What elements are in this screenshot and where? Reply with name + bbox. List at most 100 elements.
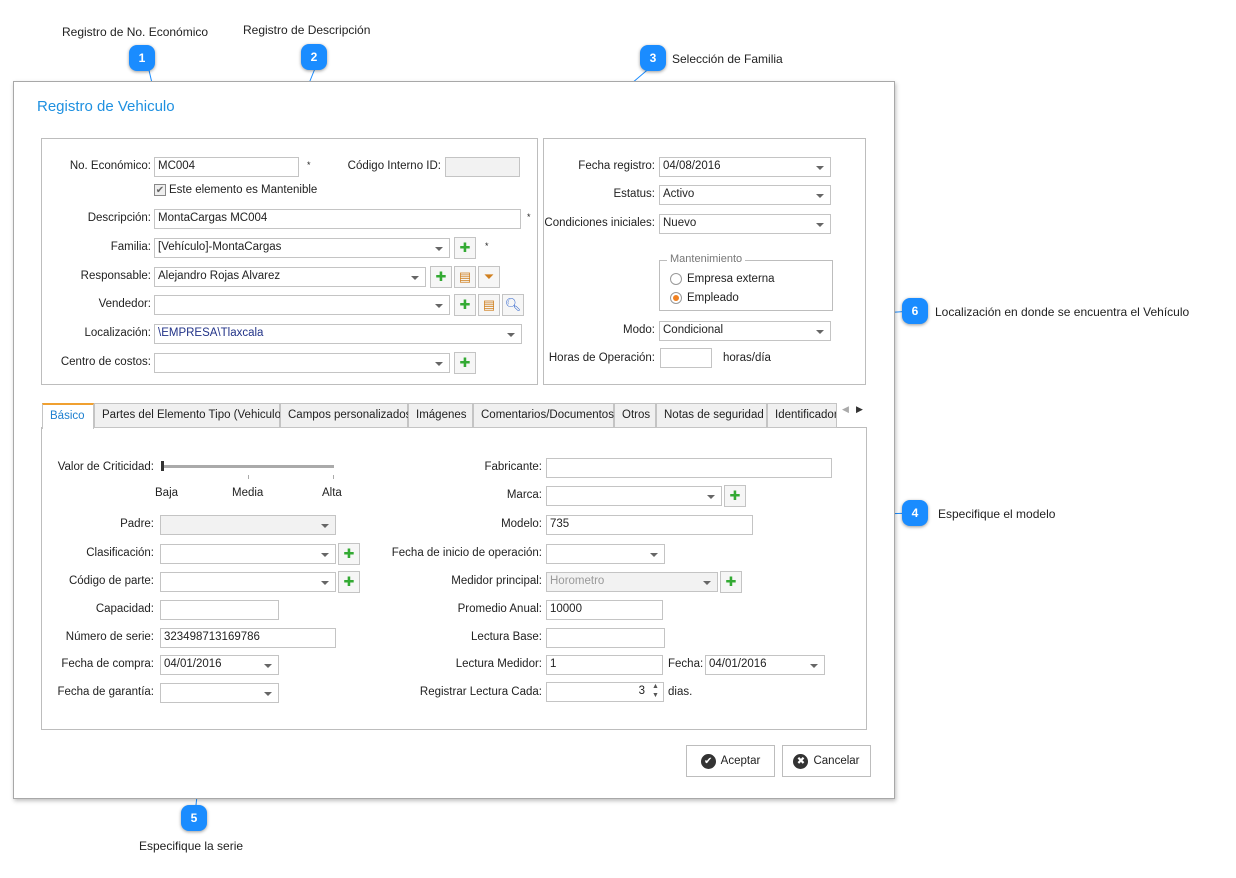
mantenimiento-legend: Mantenimiento bbox=[667, 253, 746, 265]
tab-otros[interactable]: Otros bbox=[614, 403, 656, 428]
aceptar-button[interactable]: ✔Aceptar bbox=[686, 745, 775, 777]
responsable-label: Responsable: bbox=[80, 270, 151, 282]
callout-badge-3: 3 bbox=[640, 45, 666, 71]
required-mark: * bbox=[307, 160, 311, 170]
tab-basico[interactable]: Básico bbox=[42, 403, 94, 429]
callout-text-1: Registro de No. Económico bbox=[62, 25, 209, 39]
capacidad-input[interactable] bbox=[160, 600, 279, 620]
condiciones-select[interactable]: Nuevo bbox=[659, 214, 831, 234]
fecha-compra-picker[interactable]: 04/01/2016 bbox=[160, 655, 279, 675]
no-economico-label: No. Económico: bbox=[69, 160, 151, 172]
modelo-input[interactable]: 735 bbox=[546, 515, 753, 535]
registrar-cada-spinner[interactable]: 3 bbox=[546, 682, 664, 702]
required-mark: * bbox=[485, 241, 489, 251]
localizacion-select[interactable]: \EMPRESA\Tlaxcala bbox=[154, 324, 522, 344]
tab-identificador[interactable]: Identificador bbox=[767, 403, 837, 428]
clasificacion-select[interactable] bbox=[160, 544, 336, 564]
callout-badge-5: 5 bbox=[181, 805, 207, 831]
vendedor-select[interactable] bbox=[154, 295, 450, 315]
callout-badge-4: 4 bbox=[902, 500, 928, 526]
tick-alta: Alta bbox=[322, 487, 342, 499]
modo-select[interactable]: Condicional bbox=[659, 321, 831, 341]
add-vendedor-button[interactable]: ✚ bbox=[454, 294, 476, 316]
fecha-registro-picker[interactable]: 04/08/2016 bbox=[659, 157, 831, 177]
codigo-parte-select[interactable] bbox=[160, 572, 336, 592]
fecha-picker[interactable]: 04/01/2016 bbox=[705, 655, 825, 675]
checkbox-checked-icon: ✔ bbox=[154, 184, 166, 196]
responsable-select[interactable]: Alejandro Rojas Alvarez bbox=[154, 267, 426, 287]
tab-imagenes[interactable]: Imágenes bbox=[408, 403, 473, 428]
tab-scroll-left-icon[interactable]: ◀ bbox=[842, 404, 849, 414]
add-codigo-parte-button[interactable]: ✚ bbox=[338, 571, 360, 593]
slider-tick bbox=[333, 475, 334, 479]
lectura-base-input[interactable] bbox=[546, 628, 665, 648]
fecha-label: Fecha: bbox=[668, 658, 704, 670]
tab-partes[interactable]: Partes del Elemento Tipo (Vehiculo) bbox=[94, 403, 285, 428]
familia-select[interactable]: [Vehículo]-MontaCargas bbox=[154, 238, 450, 258]
criticidad-slider-thumb[interactable] bbox=[161, 461, 164, 471]
cancelar-label: Cancelar bbox=[813, 755, 860, 767]
fabricante-input[interactable] bbox=[546, 458, 832, 478]
add-icon: ✚ bbox=[725, 574, 737, 589]
fabricante-label: Fabricante: bbox=[484, 461, 542, 473]
add-icon: ✚ bbox=[459, 355, 471, 370]
add-marca-button[interactable]: ✚ bbox=[724, 485, 746, 507]
spinner-arrows-icon[interactable]: ▲▼ bbox=[652, 683, 659, 699]
marca-label: Marca: bbox=[506, 489, 542, 501]
database-button[interactable]: ▤ bbox=[478, 294, 500, 316]
codigo-parte-label: Código de parte: bbox=[68, 575, 154, 587]
general-panel bbox=[41, 138, 538, 385]
tab-campos[interactable]: Campos personalizados bbox=[280, 403, 411, 428]
database-button[interactable]: ▤ bbox=[454, 266, 476, 288]
dialog-title: Registro de Vehiculo bbox=[37, 98, 175, 115]
promedio-label: Promedio Anual: bbox=[457, 603, 542, 615]
numero-serie-label: Número de serie: bbox=[65, 631, 154, 643]
lectura-base-label: Lectura Base: bbox=[471, 631, 542, 643]
horas-input[interactable] bbox=[660, 348, 712, 368]
promedio-input[interactable]: 10000 bbox=[546, 600, 663, 620]
add-responsable-button[interactable]: ✚ bbox=[430, 266, 452, 288]
capacidad-label: Capacidad: bbox=[95, 603, 154, 615]
tab-notas[interactable]: Notas de seguridad bbox=[656, 403, 767, 428]
radio-empleado[interactable]: Empleado bbox=[670, 292, 739, 304]
fecha-compra-label: Fecha de compra: bbox=[61, 658, 154, 670]
filter-button[interactable]: ⏷ bbox=[478, 266, 500, 288]
radio-empresa-externa[interactable]: Empresa externa bbox=[670, 273, 775, 285]
padre-select[interactable] bbox=[160, 515, 336, 535]
database-icon: ▤ bbox=[482, 297, 496, 312]
lectura-medidor-input[interactable]: 1 bbox=[546, 655, 663, 675]
required-mark: * bbox=[527, 212, 531, 222]
estatus-select[interactable]: Activo bbox=[659, 185, 831, 205]
codigo-interno-input[interactable] bbox=[445, 157, 520, 177]
add-medidor-button[interactable]: ✚ bbox=[720, 571, 742, 593]
numero-serie-input[interactable]: 323498713169786 bbox=[160, 628, 336, 648]
add-familia-button[interactable]: ✚ bbox=[454, 237, 476, 259]
fecha-garantia-picker[interactable] bbox=[160, 683, 279, 703]
medidor-select[interactable]: Horometro bbox=[546, 572, 718, 592]
search-vendedor-button[interactable]: 🔍︎ bbox=[502, 294, 524, 316]
tick-baja: Baja bbox=[155, 487, 179, 499]
tab-scroll-right-icon[interactable]: ▶ bbox=[856, 404, 863, 414]
tab-comentarios[interactable]: Comentarios/Documentos bbox=[473, 403, 614, 428]
callout-text-4: Especifique el modelo bbox=[938, 507, 1056, 521]
modelo-label: Modelo: bbox=[501, 518, 542, 530]
centro-costos-select[interactable] bbox=[154, 353, 450, 373]
criticidad-slider[interactable] bbox=[162, 465, 334, 468]
check-circle-icon: ✔ bbox=[700, 753, 716, 769]
add-clasificacion-button[interactable]: ✚ bbox=[338, 543, 360, 565]
filter-icon: ⏷ bbox=[483, 269, 495, 284]
mantenible-checkbox[interactable]: ✔Este elemento es Mantenible bbox=[154, 184, 317, 196]
descripcion-input[interactable]: MontaCargas MC004 bbox=[154, 209, 521, 229]
fecha-inicio-picker[interactable] bbox=[546, 544, 665, 564]
registrar-cada-unit: dias. bbox=[668, 686, 693, 698]
radio-label: Empresa externa bbox=[687, 273, 775, 286]
callout-badge-2: 2 bbox=[301, 44, 327, 70]
cancelar-button[interactable]: ✖ Cancelar bbox=[782, 745, 871, 777]
mantenible-label: Este elemento es Mantenible bbox=[169, 184, 318, 197]
callout-text-5: Especifique la serie bbox=[139, 839, 244, 853]
no-economico-input[interactable]: MC004 bbox=[154, 157, 299, 177]
close-circle-icon: ✖ bbox=[793, 753, 809, 769]
add-centro-costos-button[interactable]: ✚ bbox=[454, 352, 476, 374]
marca-select[interactable] bbox=[546, 486, 722, 506]
radio-icon bbox=[670, 273, 682, 285]
